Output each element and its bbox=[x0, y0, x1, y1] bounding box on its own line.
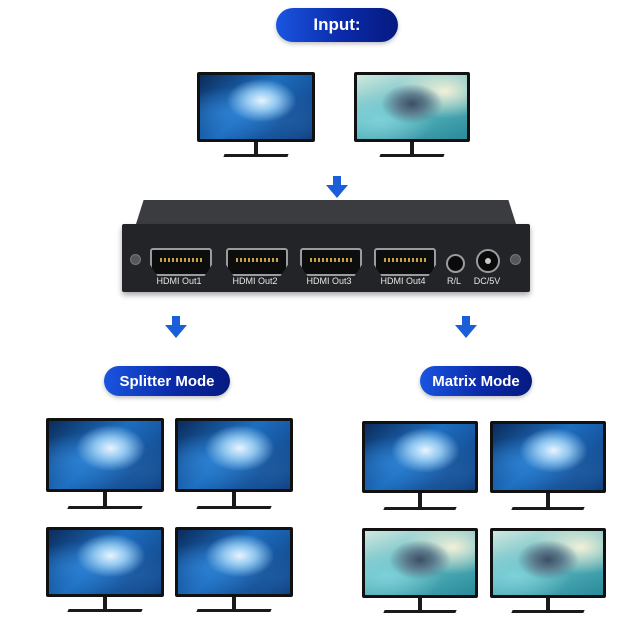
input-monitor-1 bbox=[197, 72, 315, 162]
device-top-panel bbox=[136, 200, 516, 224]
hdmi-port-4-label: HDMI Out4 bbox=[380, 276, 426, 286]
audio-jack-label: R/L bbox=[446, 276, 461, 286]
device-front-panel: HDMI Out1 HDMI Out2 HDMI Out3 HDMI Out4 … bbox=[122, 224, 530, 292]
audio-jack bbox=[446, 254, 465, 273]
matrix-monitor-3 bbox=[362, 528, 478, 618]
hdmi-port-1-label: HDMI Out1 bbox=[156, 276, 202, 286]
mecha-artwork-image bbox=[178, 530, 290, 594]
airship-artwork-image bbox=[357, 75, 467, 139]
mecha-artwork-image bbox=[200, 75, 312, 139]
hdmi-port-3-label: HDMI Out3 bbox=[306, 276, 352, 286]
matrix-monitor-2 bbox=[490, 421, 606, 515]
matrix-mode-label: Matrix Mode bbox=[432, 372, 520, 390]
hdmi-port-2-label: HDMI Out2 bbox=[232, 276, 278, 286]
airship-artwork-image bbox=[365, 531, 475, 595]
splitter-monitor-3 bbox=[46, 527, 164, 617]
hdmi-port-3 bbox=[300, 248, 362, 276]
splitter-mode-label: Splitter Mode bbox=[119, 372, 215, 390]
mecha-artwork-image bbox=[365, 424, 475, 490]
mecha-artwork-image bbox=[493, 424, 603, 490]
hdmi-matrix-device: HDMI Out1 HDMI Out2 HDMI Out3 HDMI Out4 … bbox=[122, 200, 530, 292]
screw-icon bbox=[510, 254, 521, 265]
mecha-artwork-image bbox=[178, 421, 290, 489]
input-monitor-2 bbox=[354, 72, 470, 162]
power-dc-jack bbox=[476, 249, 500, 273]
splitter-monitor-2 bbox=[175, 418, 293, 514]
matrix-monitor-4 bbox=[490, 528, 606, 618]
input-title-pill: Input: bbox=[276, 8, 398, 42]
hdmi-port-1 bbox=[150, 248, 212, 276]
matrix-monitor-1 bbox=[362, 421, 478, 515]
input-title-label: Input: bbox=[313, 15, 361, 34]
power-jack-label: DC/5V bbox=[473, 276, 501, 286]
splitter-monitor-1 bbox=[46, 418, 164, 514]
mecha-artwork-image bbox=[49, 530, 161, 594]
hdmi-port-4 bbox=[374, 248, 436, 276]
matrix-mode-pill: Matrix Mode bbox=[420, 366, 532, 396]
hdmi-port-2 bbox=[226, 248, 288, 276]
splitter-monitor-4 bbox=[175, 527, 293, 617]
splitter-mode-pill: Splitter Mode bbox=[104, 366, 230, 396]
screw-icon bbox=[130, 254, 141, 265]
airship-artwork-image bbox=[493, 531, 603, 595]
mecha-artwork-image bbox=[49, 421, 161, 489]
